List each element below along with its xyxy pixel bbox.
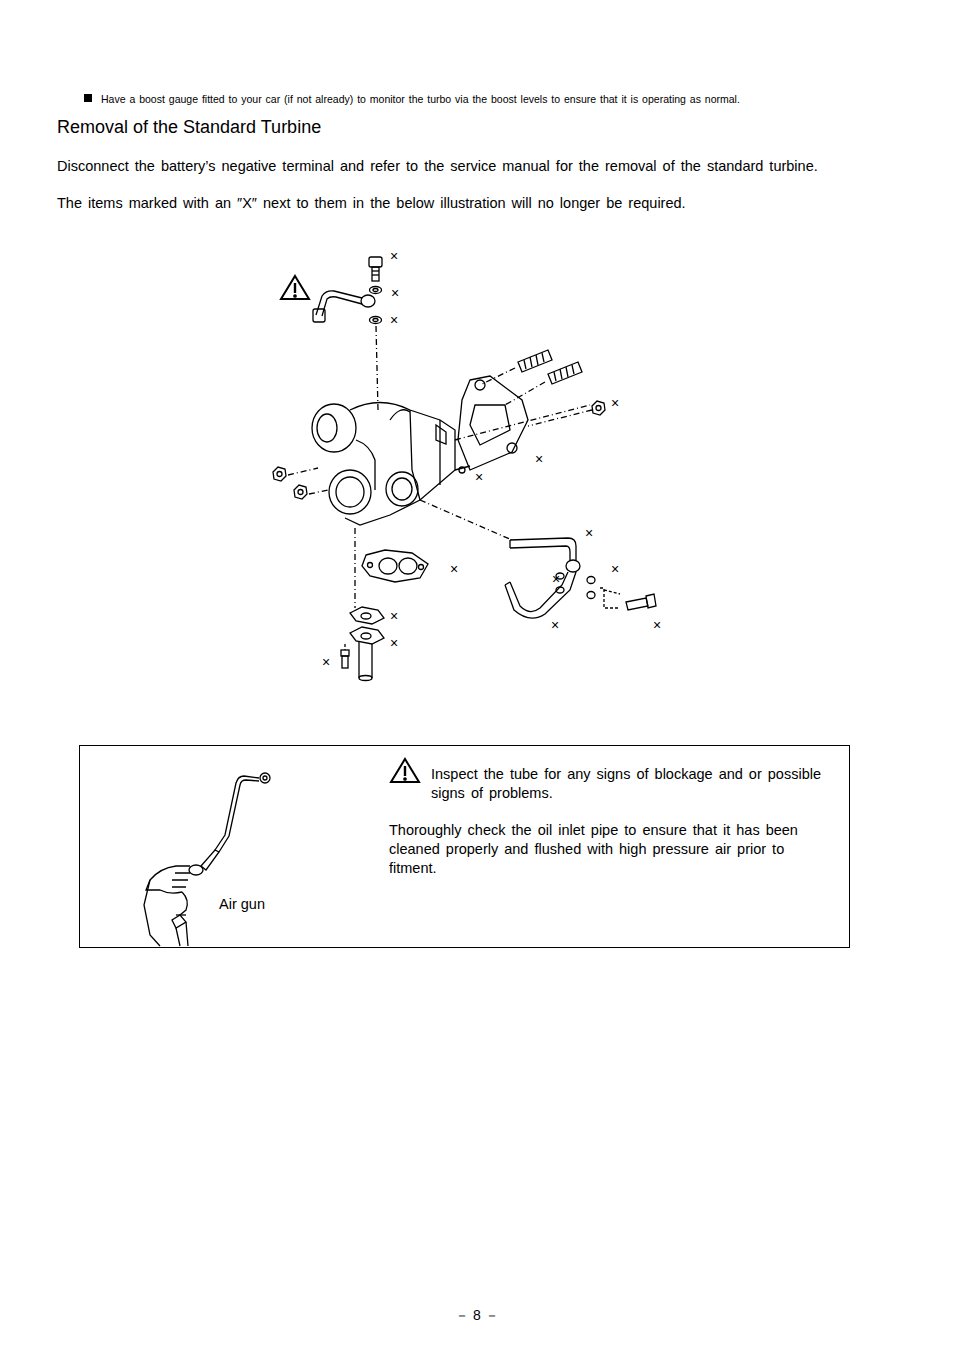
- stud: [518, 350, 582, 384]
- outlet-gasket: [362, 550, 428, 582]
- turbocharger: [312, 403, 465, 526]
- body-paragraph: The items marked with an ″X″ next to the…: [57, 194, 873, 213]
- nut: [273, 401, 605, 499]
- not-required-mark: ×: [390, 635, 398, 651]
- bullet-note: Have a boost gauge fitted to your car (i…: [101, 92, 901, 106]
- not-required-mark: ×: [322, 654, 330, 670]
- not-required-mark: ×: [585, 525, 593, 541]
- note-box: Inspect the tube for any signs of blocka…: [79, 745, 850, 948]
- not-required-mark: ×: [391, 285, 399, 301]
- not-required-mark: ×: [450, 561, 458, 577]
- section-heading: Removal of the Standard Turbine: [57, 116, 321, 138]
- not-required-mark: ×: [611, 395, 619, 411]
- flange-gasket: [458, 376, 528, 470]
- not-required-mark: ×: [475, 469, 483, 485]
- oil-inlet-pipe: [313, 291, 375, 322]
- not-required-mark: ×: [390, 312, 398, 328]
- part-label: Air gun: [219, 895, 265, 913]
- not-required-mark: ×: [551, 617, 559, 633]
- instruction-note: Thoroughly check the oil inlet pipe to e…: [389, 821, 829, 878]
- not-required-mark: ×: [390, 248, 398, 264]
- body-paragraph: Disconnect the battery’s negative termin…: [57, 157, 873, 176]
- warning-symbol: [391, 759, 419, 782]
- not-required-mark: ×: [535, 451, 543, 467]
- warning-symbol: [281, 276, 309, 299]
- page-number: － 8 －: [377, 1306, 577, 1324]
- not-required-mark: ×: [390, 608, 398, 624]
- warning-note: Inspect the tube for any signs of blocka…: [431, 765, 821, 803]
- oil-return-pipe: [341, 607, 384, 681]
- bullet-square: [84, 94, 92, 102]
- water-pipe: [505, 538, 656, 618]
- not-required-mark: ×: [611, 561, 619, 577]
- banjo-bolt: [369, 257, 382, 324]
- not-required-mark: ×: [653, 617, 661, 633]
- not-required-mark: ×: [552, 571, 560, 587]
- air-gun-picture: [144, 773, 270, 946]
